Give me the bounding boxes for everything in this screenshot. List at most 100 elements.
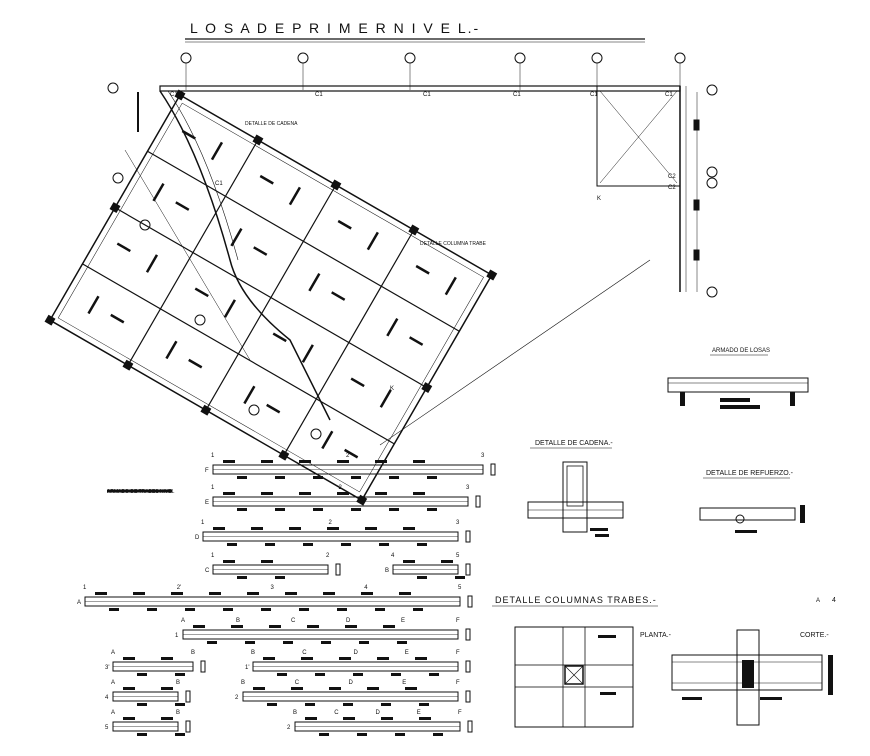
rebar-mark bbox=[185, 608, 195, 611]
rebar-mark bbox=[265, 543, 275, 546]
rebar-mark bbox=[391, 673, 401, 676]
rebar-mark bbox=[245, 641, 255, 644]
beam-axis-number: F bbox=[458, 710, 462, 716]
rebar-mark bbox=[285, 592, 297, 595]
rebar-mark bbox=[429, 673, 439, 676]
column-label: C2 bbox=[668, 185, 676, 191]
rebar-mark bbox=[261, 608, 271, 611]
column-label: C1 bbox=[315, 92, 323, 98]
beam-label: K bbox=[390, 386, 394, 392]
rebar-mark bbox=[269, 625, 281, 628]
left-axis-markers bbox=[107, 82, 322, 440]
cadena-detail: DETALLE DE CADENA.- bbox=[527, 440, 624, 537]
rebar-mark bbox=[381, 703, 391, 706]
rebar-mark bbox=[389, 476, 399, 479]
beam-end-section bbox=[465, 660, 471, 673]
cadena-note: DETALLE DE CADENA bbox=[245, 121, 298, 127]
planta-label: PLANTA.- bbox=[640, 632, 672, 639]
column-label: C1 bbox=[170, 92, 178, 98]
rebar-mark bbox=[375, 608, 385, 611]
rebar-mark bbox=[413, 460, 425, 463]
corte-label: CORTE.- bbox=[800, 632, 829, 639]
rebar-mark bbox=[307, 625, 319, 628]
rebar-mark bbox=[161, 657, 173, 660]
columna-note: DETALLE COLUMNA TRABE bbox=[420, 241, 487, 247]
beam-axis-number: 2 bbox=[346, 453, 350, 459]
rebar-mark bbox=[403, 527, 415, 530]
columnas-trabes-detail: DETALLE COLUMNAS TRABES.- A 4 PLANTA.- C… bbox=[492, 595, 836, 728]
beam-axis-number: 4 bbox=[364, 585, 368, 591]
rebar-mark bbox=[339, 657, 351, 660]
rebar-mark bbox=[455, 576, 465, 579]
beam-row-label: 3' bbox=[105, 665, 109, 671]
rebar-mark bbox=[403, 560, 415, 563]
rebar-mark bbox=[433, 733, 443, 736]
rebar-mark bbox=[351, 476, 361, 479]
beam-axis-number: A bbox=[111, 710, 115, 716]
rebar-mark bbox=[417, 576, 427, 579]
beam-axis-number: 3 bbox=[456, 520, 460, 526]
rebar-mark bbox=[379, 543, 389, 546]
rebar-mark bbox=[223, 492, 235, 495]
rebar-mark bbox=[417, 543, 427, 546]
rebar-mark bbox=[397, 641, 407, 644]
rebar-mark bbox=[267, 703, 277, 706]
rebar-mark bbox=[137, 673, 147, 676]
rebar-mark bbox=[175, 733, 185, 736]
beam-axis-number: F bbox=[456, 680, 460, 686]
rebar-mark bbox=[329, 687, 341, 690]
top-axis-markers bbox=[180, 52, 686, 90]
rebar-mark bbox=[427, 508, 437, 511]
rebar-mark bbox=[413, 608, 423, 611]
rebar-mark bbox=[405, 687, 417, 690]
rebar-mark bbox=[323, 592, 335, 595]
beam-row-label: E bbox=[205, 500, 209, 506]
rebar-mark bbox=[263, 657, 275, 660]
beam-row-label: B bbox=[385, 568, 389, 574]
beam-end-section bbox=[465, 530, 471, 543]
rebar-mark bbox=[137, 703, 147, 706]
rebar-mark bbox=[223, 460, 235, 463]
rebar-mark bbox=[327, 527, 339, 530]
rebar-mark bbox=[261, 460, 273, 463]
column-label: C1 bbox=[665, 92, 673, 98]
column-label: C1 bbox=[513, 92, 521, 98]
beam-end-section bbox=[475, 495, 481, 508]
beam-axis-number: C bbox=[291, 618, 296, 624]
rebar-mark bbox=[337, 492, 349, 495]
rebar-mark bbox=[147, 608, 157, 611]
rebar-mark bbox=[123, 657, 135, 660]
rebar-mark bbox=[427, 476, 437, 479]
rebar-mark bbox=[419, 717, 431, 720]
rebar-mark bbox=[341, 543, 351, 546]
beam-axis-number: 2' bbox=[177, 585, 181, 591]
rebar-mark bbox=[251, 527, 263, 530]
beam-axis-number: D bbox=[354, 650, 359, 656]
beam-end-section bbox=[465, 628, 471, 641]
rebar-mark bbox=[419, 703, 429, 706]
beam-axis-number: 5 bbox=[456, 553, 460, 559]
rebar-mark bbox=[275, 576, 285, 579]
rebar-mark bbox=[313, 476, 323, 479]
rebar-mark bbox=[299, 492, 311, 495]
rebar-mark bbox=[413, 492, 425, 495]
section-mark: A bbox=[816, 598, 820, 604]
beam-row-label: 1 bbox=[175, 633, 179, 639]
rebar-mark bbox=[357, 733, 367, 736]
beam-axis-number: 1 bbox=[211, 485, 215, 491]
beam-row-label: 2 bbox=[235, 695, 239, 701]
beam-end-section bbox=[465, 690, 471, 703]
beam-end-section bbox=[185, 720, 191, 733]
beam-row-label: 1' bbox=[245, 665, 249, 671]
beam-row-label: 5 bbox=[105, 725, 109, 731]
rebar-mark bbox=[133, 592, 145, 595]
rebar-mark bbox=[399, 592, 411, 595]
column-label: C1 bbox=[423, 92, 431, 98]
